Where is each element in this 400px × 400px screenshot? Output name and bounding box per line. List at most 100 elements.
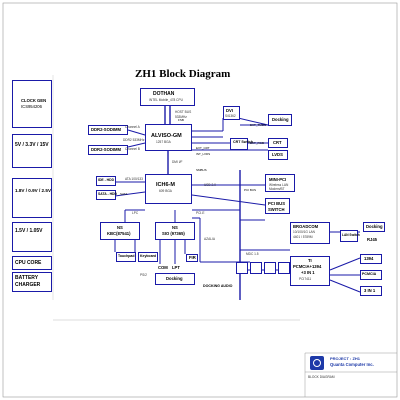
lan-sub1: 10/100/1G LAN xyxy=(293,230,315,234)
dvi-label: DVI xyxy=(226,108,233,113)
cpu-core-label: CPU CORE xyxy=(15,260,42,266)
charger-label: CHARGER xyxy=(15,282,41,288)
host-bus-label: HOST BUS xyxy=(175,110,192,114)
minipci-sub2: Modem/BT xyxy=(269,187,285,191)
docking-mid-block: Docking xyxy=(155,273,195,285)
cpu-sub: INTEL Mobile_478 CPU xyxy=(149,98,183,102)
ieee1394-label: 1394 xyxy=(364,256,374,261)
audio-jack-1 xyxy=(236,262,248,274)
docking-top-block: Docking xyxy=(268,114,292,126)
signal-ext-rgb: EXT_RGB xyxy=(250,141,265,145)
crt-switch-label: CRT Switch xyxy=(233,140,253,144)
keyboard-block: Keyboard xyxy=(138,252,158,262)
southbridge-sub: 609 BGA xyxy=(159,189,172,193)
lvds-label: LVDS xyxy=(272,152,283,157)
cpu-label: DOTHAN xyxy=(153,91,175,97)
quanta-logo-icon xyxy=(310,356,324,370)
clock-gen-block: CLOCK GEN ICS954206 xyxy=(12,80,52,128)
company-label: Quanta Computer Inc. xyxy=(330,362,374,367)
sio-block: NS SIO (97365) xyxy=(155,222,195,240)
kbc-block: NS KBC(87541) xyxy=(100,222,140,240)
ddr-speed-label: DDR2 533MHz xyxy=(123,138,145,142)
ddr-b-label: DDR2-SODIMM xyxy=(91,147,122,152)
signal-fsb: FSB xyxy=(178,118,184,122)
doc-label: BLOCK DIAGRAM xyxy=(308,375,335,379)
signal-pci-bus: PCI BUS xyxy=(244,188,257,192)
ddr-a-label: DDR2-SODIMM xyxy=(91,127,122,132)
codec-label: MDC 1.5 xyxy=(246,252,259,256)
lpt-label: LPT xyxy=(172,265,180,270)
minipci-label: MINI-PCI xyxy=(269,177,287,182)
power-5v-block: 5V / 3.3V / 15V xyxy=(12,134,52,168)
pcibus-label: PCI BUS xyxy=(268,201,285,206)
battery-label: BATTERY xyxy=(15,275,39,281)
audio-jack-4 xyxy=(278,262,290,274)
docking-top-label: Docking xyxy=(272,117,289,122)
crt-switch-block: CRT Switch xyxy=(230,138,253,150)
cpu-core-block: CPU CORE xyxy=(12,256,52,270)
ti-sub3: PCI7411 xyxy=(299,277,312,281)
channel-b-label: Channel B xyxy=(125,147,140,151)
pcmcia-block: PCMCIA xyxy=(360,270,382,280)
card-reader-label: 3 IN 1 xyxy=(364,288,376,293)
lan-switch-label: LAN Switch xyxy=(342,233,360,237)
lan-sub2: 4401 / 5789M xyxy=(293,235,313,239)
host-bus-speed: 533MHz xyxy=(175,115,187,119)
southbridge-label: ICH6-M xyxy=(156,182,175,188)
ti-block: TI PCMCIA+1394 +3 IN 1 PCI7411 xyxy=(290,256,330,286)
ddr-b-block: DDR2-SODIMM xyxy=(88,145,128,155)
minipci-sub1: Wireless LAN xyxy=(269,183,289,187)
cpu-block: DOTHAN INTEL Mobile_478 CPU xyxy=(140,88,195,106)
fir-label: FIR xyxy=(189,255,196,260)
touchpad-block: Touchpad xyxy=(116,252,136,262)
ide-hdd-label: IDE - HDD xyxy=(98,178,115,182)
channel-a-label: Channel A xyxy=(125,125,140,129)
fir-block: FIR xyxy=(186,254,198,262)
lan-label: BROADCOM xyxy=(293,224,319,229)
crt-block: CRT xyxy=(268,138,288,148)
usb-label: USB 2.0 xyxy=(204,183,216,187)
signal-sata: SATA xyxy=(120,192,128,196)
power-1v5-block: 1.5V / 1.05V xyxy=(12,222,52,252)
ata-label: ATA 100/133 xyxy=(125,177,143,181)
signal-ext-tmds: EXT_TMDS xyxy=(250,123,267,127)
signal-ext-crt: EXT_CRT xyxy=(196,146,210,150)
keyboard-label: Keyboard xyxy=(140,254,157,258)
power-5v-label: 5V / 3.3V / 15V xyxy=(15,142,49,148)
dvi-block: DVI Sil1362 xyxy=(223,106,240,120)
ddr-a-block: DDR2-SODIMM xyxy=(88,125,128,135)
southbridge-block: ICH6-M 609 BGA xyxy=(145,174,192,204)
lpc-label: LPC xyxy=(132,211,139,215)
lvds-block: LVDS xyxy=(268,150,288,160)
page-title: ZH1 Block Diagram xyxy=(135,68,231,80)
ide-hdd-block: IDE - HDD xyxy=(96,176,116,186)
northbridge-label: ALVISO-GM xyxy=(151,133,182,139)
ti-sub1: PCMCIA+1394 xyxy=(293,264,322,269)
audio-jack-2 xyxy=(250,262,262,274)
signal-smbus: SMBUS xyxy=(196,168,207,172)
docking-audio-label: DOCKING AUDIO xyxy=(203,284,233,288)
ti-label: TI xyxy=(308,258,312,263)
card-reader-block: 3 IN 1 xyxy=(360,286,382,296)
kbc-sub: KBC(87541) xyxy=(107,231,131,236)
ps2-label: PS/2 xyxy=(140,273,147,277)
power-1v5-label: 1.5V / 1.05V xyxy=(15,228,43,234)
clock-gen-part: ICS954206 xyxy=(21,104,42,109)
ieee1394-block: 1394 xyxy=(360,254,382,264)
touchpad-label: Touchpad xyxy=(118,254,135,258)
northbridge-sub: 1257 BGA xyxy=(156,140,171,144)
sata-hdd-label: SATA - HDD xyxy=(98,192,117,196)
power-1v8-block: 1.8V / 0.9V / 2.5V xyxy=(12,178,52,218)
pcibus-sub: SWITCH xyxy=(268,207,285,212)
clock-gen-label: CLOCK GEN xyxy=(21,98,47,103)
dvi-part: Sil1362 xyxy=(225,114,236,118)
azalia-label: AZALIA xyxy=(204,237,215,241)
pcibus-switch-block: PCI BUS SWITCH xyxy=(265,198,290,214)
northbridge-block: ALVISO-GM 1257 BGA xyxy=(145,124,192,151)
sio-label: NS xyxy=(172,225,178,230)
kbc-label: NS xyxy=(117,225,123,230)
rj45-label: RJ45 xyxy=(367,237,378,242)
sata-hdd-block: SATA - HDD xyxy=(96,190,117,200)
